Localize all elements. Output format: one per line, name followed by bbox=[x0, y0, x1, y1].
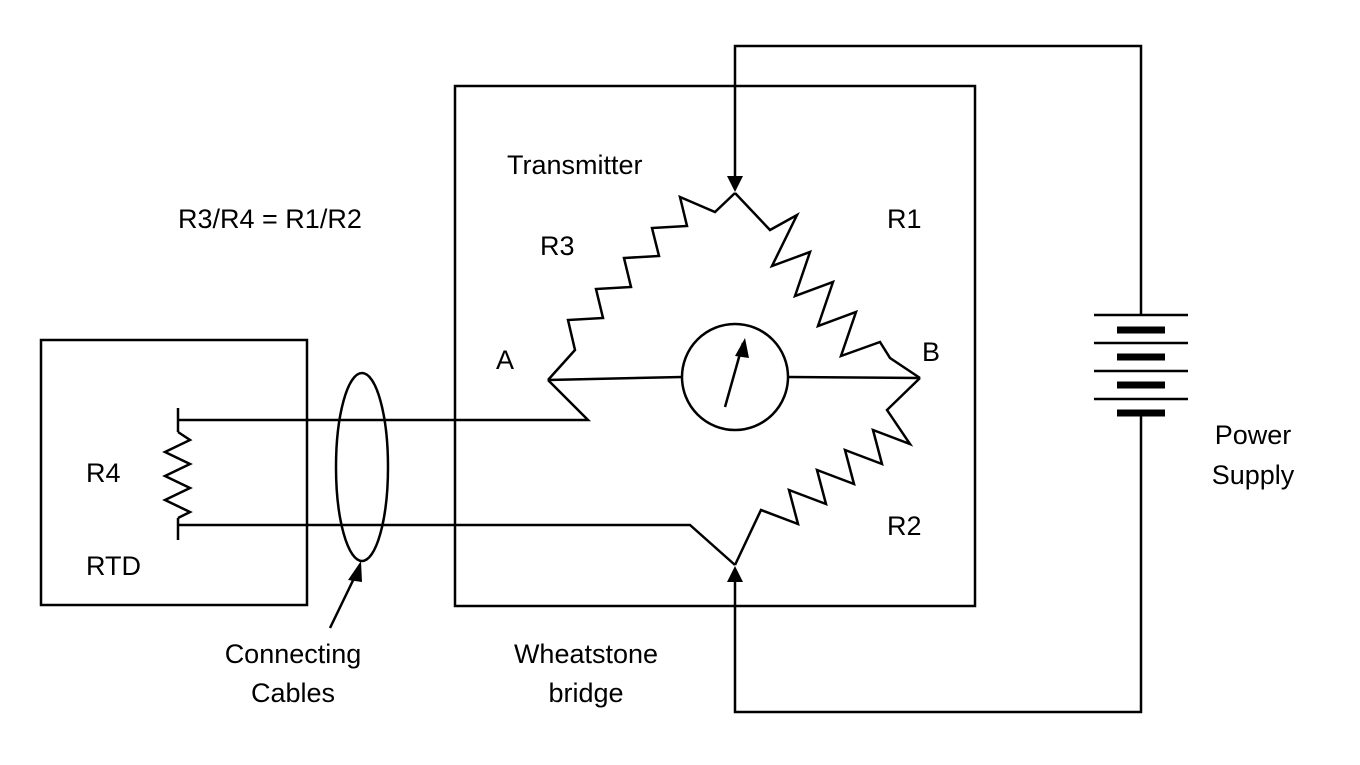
ratio-equation: R3/R4 = R1/R2 bbox=[178, 204, 362, 234]
supply-bottom-arrowhead bbox=[727, 566, 743, 582]
supply-top-arrowhead bbox=[727, 176, 743, 192]
r2-label: R2 bbox=[887, 511, 922, 541]
rtd-enclosure bbox=[39, 338, 309, 607]
r1-label: R1 bbox=[887, 204, 922, 234]
transmitter-label: Transmitter bbox=[507, 150, 643, 180]
r2-resistor bbox=[733, 377, 921, 566]
node-b-label: B bbox=[922, 337, 940, 367]
galvanometer-lead-b bbox=[787, 375, 921, 380]
bridge-lower-left-arm bbox=[178, 379, 592, 422]
battery-icon bbox=[1094, 313, 1188, 417]
r4-resistor bbox=[162, 430, 193, 520]
connecting-cables-label-line1: Connecting bbox=[225, 639, 362, 669]
wheatstone-bridge-label-line2: bridge bbox=[548, 678, 623, 708]
bridge-lower-right-arm bbox=[178, 523, 736, 566]
cable-bundle bbox=[334, 371, 390, 563]
cables-pointer-arrowhead bbox=[348, 561, 362, 582]
connecting-cables-label-line2: Cables bbox=[251, 678, 335, 708]
supply-bottom-wire bbox=[733, 455, 1143, 714]
power-supply-label-line1: Power bbox=[1215, 420, 1292, 450]
r1-resistor bbox=[734, 192, 921, 380]
rtd-label: RTD bbox=[86, 551, 141, 581]
r3-resistor bbox=[547, 192, 736, 381]
power-supply-label-line2: Supply bbox=[1212, 460, 1295, 490]
galvanometer-needle-tip bbox=[735, 338, 749, 358]
node-a-label: A bbox=[496, 345, 514, 375]
galvanometer-icon bbox=[680, 322, 790, 432]
galvanometer-lead-a bbox=[547, 375, 683, 382]
wheatstone-bridge-label-line1: Wheatstone bbox=[514, 639, 658, 669]
r4-label: R4 bbox=[86, 458, 121, 488]
transmitter-enclosure bbox=[453, 84, 977, 608]
supply-top-wire bbox=[733, 44, 1143, 315]
r3-label: R3 bbox=[540, 231, 575, 261]
